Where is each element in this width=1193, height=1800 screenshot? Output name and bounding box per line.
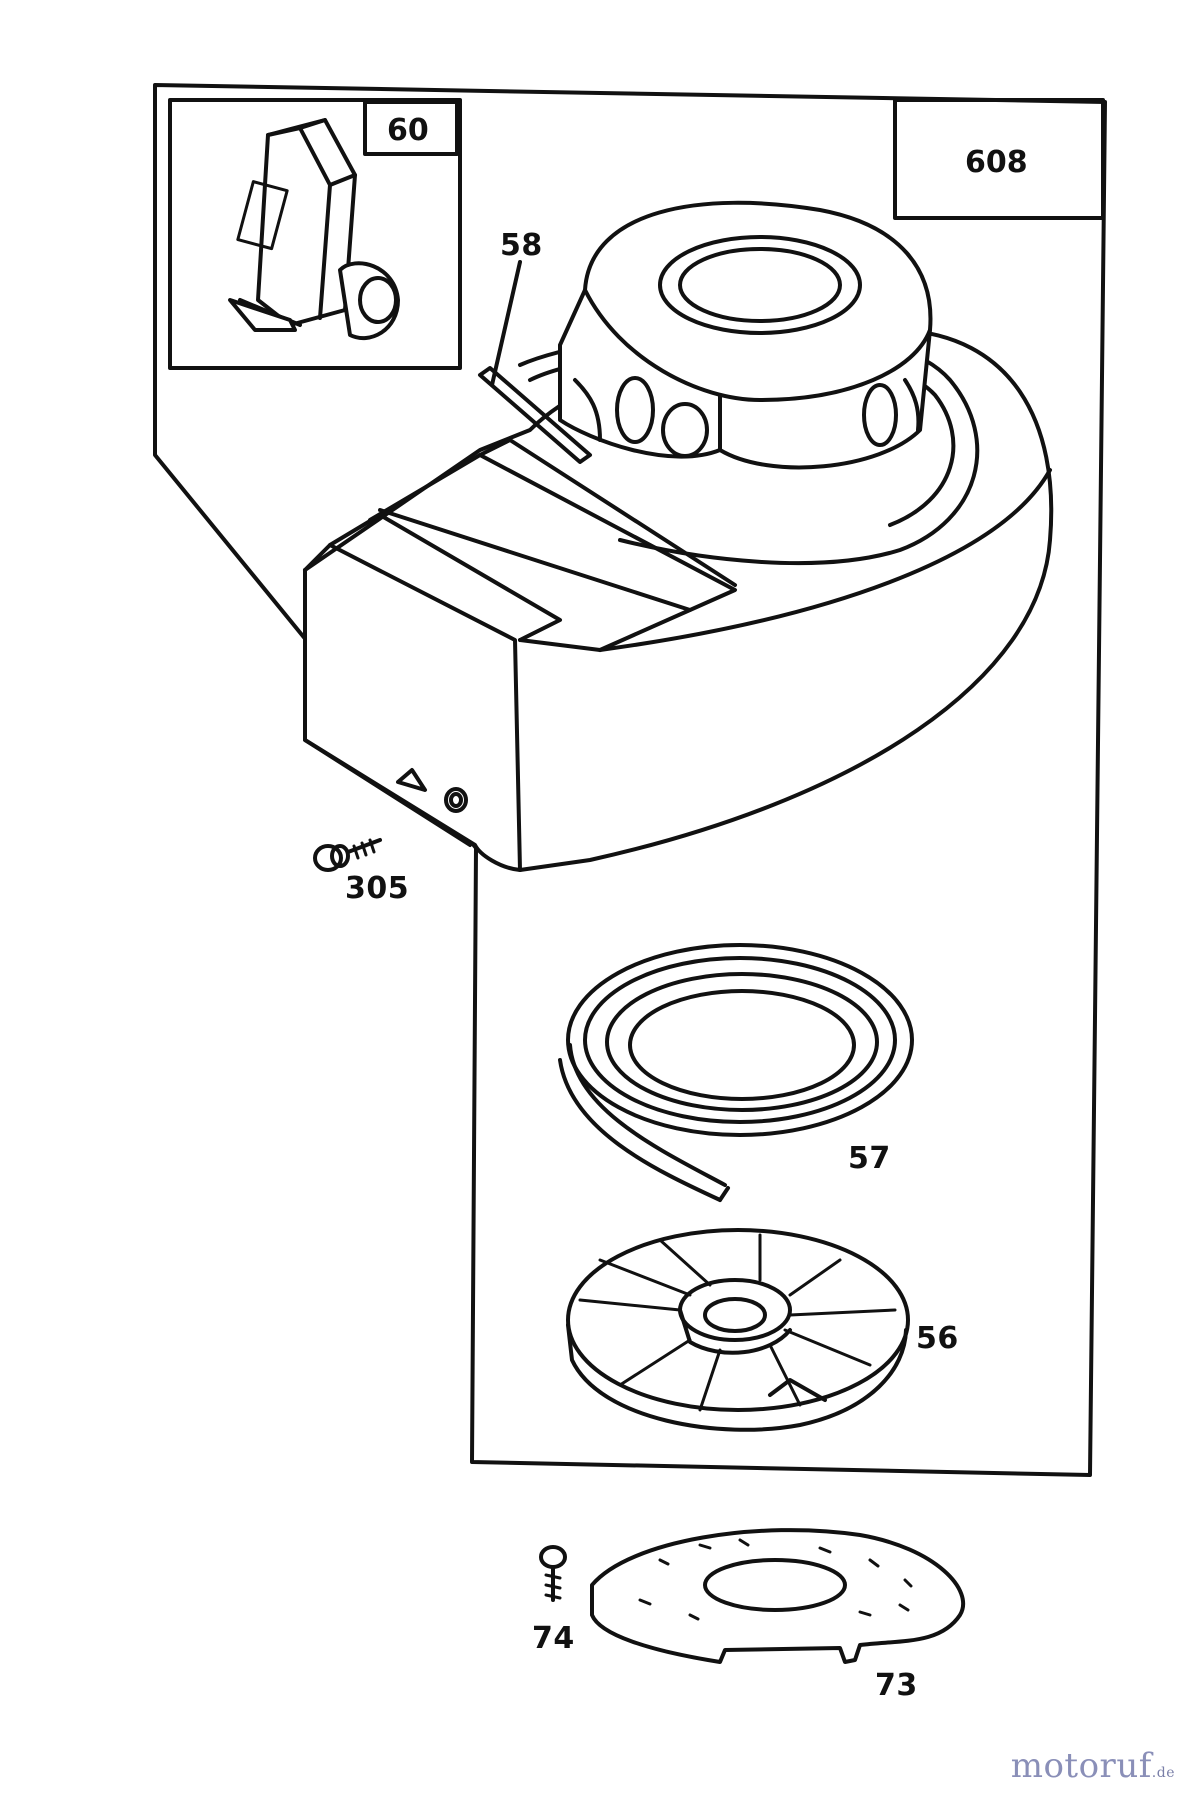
part-57-label: 57 — [848, 1141, 891, 1176]
kit-60-label: 60 — [387, 113, 429, 148]
part-73-label: 73 — [875, 1668, 918, 1703]
part-58-illustration — [478, 260, 592, 464]
part-305-illustration — [313, 838, 382, 872]
kit-608-label: 608 — [965, 145, 1028, 180]
watermark-logo: motoruf.de — [1011, 1746, 1175, 1786]
part-74-illustration — [539, 1545, 567, 1602]
part-56-illustration — [566, 1228, 910, 1432]
kit-60-box — [168, 98, 462, 370]
kit-60-label-box — [363, 100, 459, 156]
part-74-label: 74 — [532, 1621, 575, 1656]
part-305-label: 305 — [345, 871, 409, 906]
starter-handle-illustration — [228, 118, 400, 341]
part-57-illustration — [558, 943, 914, 1202]
blower-housing-illustration — [303, 200, 1054, 872]
watermark-domain: .de — [1151, 1765, 1175, 1781]
watermark-text: motoruf — [1010, 1746, 1152, 1786]
part-58-label: 58 — [500, 228, 543, 263]
part-56-label: 56 — [916, 1321, 959, 1356]
part-73-illustration — [590, 1528, 966, 1664]
kit-608-label-box — [893, 98, 1105, 220]
